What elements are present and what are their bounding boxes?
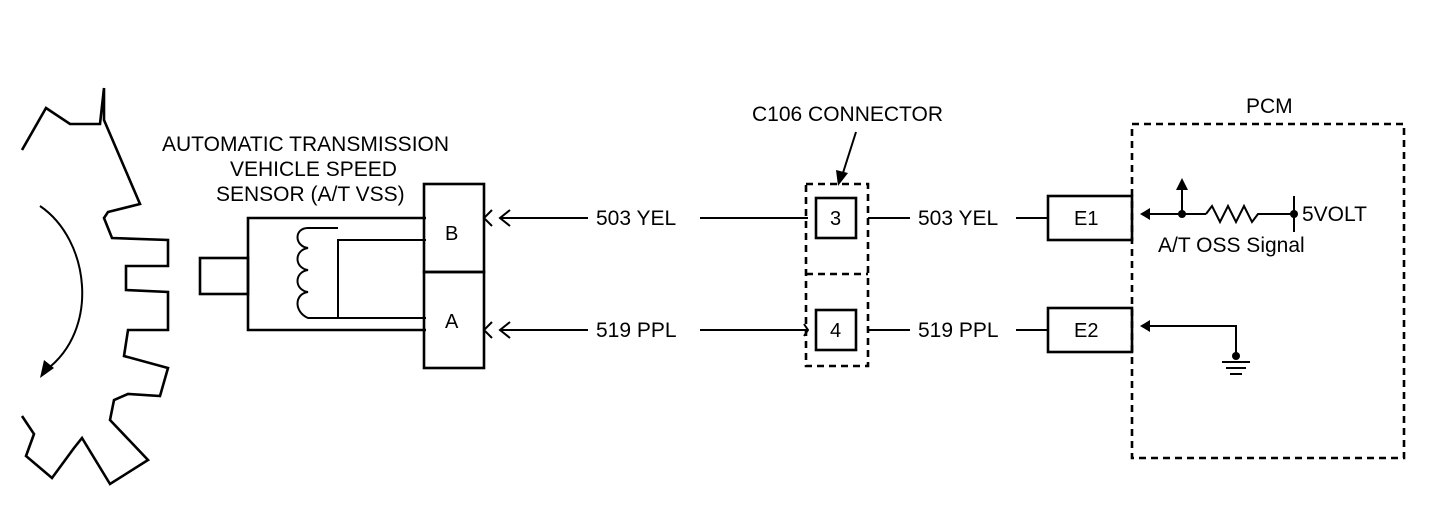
pcm-pin-e1-label: E1 — [1074, 208, 1098, 230]
sensor-connector-a — [422, 270, 486, 370]
sensor-terminal-b — [482, 209, 493, 227]
pcm-e2-input-arrow — [1140, 320, 1150, 332]
c106-leader-arrowhead — [836, 170, 848, 186]
wire-519-right-label: 519 PPL — [918, 319, 999, 342]
rotation-arrow — [39, 205, 84, 371]
pcm-pin-e1-box — [1046, 194, 1134, 242]
wire-519-left-label: 519 PPL — [596, 319, 677, 342]
c106-pin-3-label: 3 — [830, 208, 841, 230]
c106-pin-3-box — [814, 196, 858, 240]
wire-503-right-label: 503 YEL — [918, 207, 998, 230]
sensor-pin-a-label: A — [445, 311, 459, 333]
pcm-signal-tap-arrow — [1176, 178, 1188, 190]
rotation-arrowhead — [40, 360, 54, 378]
sensor-title-line2: VEHICLE SPEED — [230, 158, 397, 181]
pcm-voltage-label: 5VOLT — [1302, 203, 1367, 226]
c106-pin-4-label: 4 — [830, 320, 841, 342]
sensor-coil — [296, 227, 426, 319]
sensor-housing — [246, 216, 426, 332]
pcm-boundary — [1130, 122, 1406, 460]
pcm-e2-ground-node — [1232, 352, 1240, 360]
pcm-title: PCM — [1246, 95, 1293, 118]
sensor-pin-b-label: B — [445, 223, 458, 245]
c106-title: C106 CONNECTOR — [752, 103, 943, 126]
sensor-probe-tip — [198, 256, 250, 296]
sensor-terminal-a — [482, 321, 493, 339]
sensor-title-line1: AUTOMATIC TRANSMISSION — [162, 133, 449, 156]
pcm-signal-label: A/T OSS Signal — [1158, 234, 1305, 257]
pcm-e2-internal-wire — [1150, 325, 1237, 356]
wire-503-left-label: 503 YEL — [596, 207, 676, 230]
pcm-pin-e2-label: E2 — [1074, 320, 1098, 342]
c106-pin-4-box — [814, 308, 858, 352]
reluctor-wheel — [20, 87, 170, 486]
pcm-pullup-resistor — [1205, 203, 1292, 225]
pcm-e1-input-arrow — [1140, 208, 1150, 220]
c106-leader-line — [841, 131, 857, 177]
sensor-title-line3: SENSOR (A/T VSS) — [216, 183, 405, 206]
pcm-pin-e2-box — [1046, 306, 1134, 354]
